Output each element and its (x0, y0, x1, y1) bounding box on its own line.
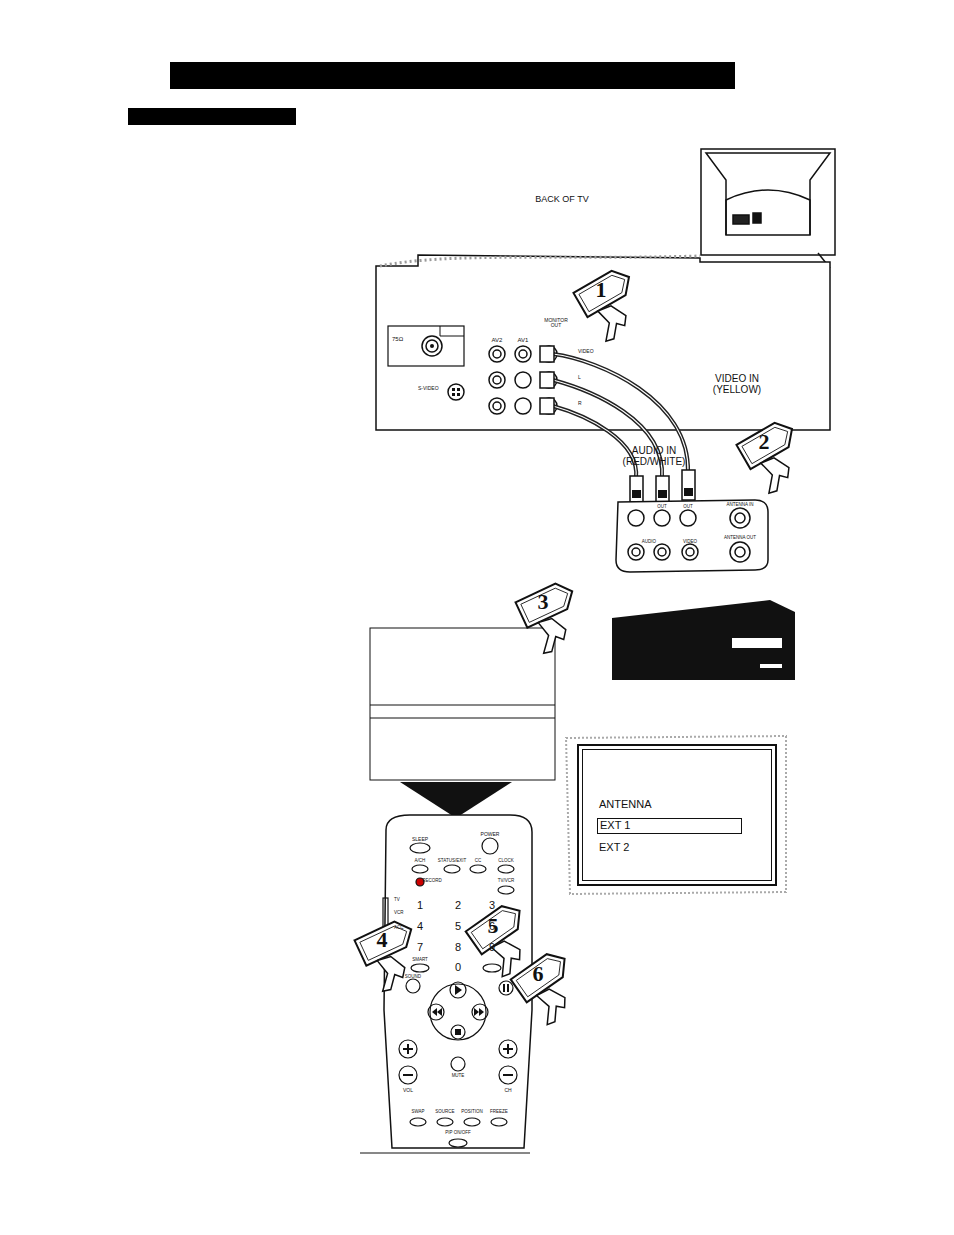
part-label: VIDEO IN (YELLOW) (698, 374, 776, 395)
part-label: STATUS/EXIT (438, 859, 466, 864)
part-label: AV1 (518, 337, 529, 343)
part-label: VIDEO (683, 540, 697, 545)
menu-item: EXT 1 (600, 819, 630, 831)
part-label: AUDIO (642, 540, 656, 545)
part-label: ACC (394, 926, 404, 931)
menu-screen: ANTENNA EXT 2 EXT 1 (577, 744, 777, 886)
part-label: SMART (412, 958, 428, 963)
part-label: 9 (489, 942, 495, 954)
part-label: VIDEO (578, 349, 594, 354)
part-label: RECORD (422, 879, 442, 884)
part-label: OUT (657, 505, 667, 510)
menu-highlight: EXT 1 (597, 818, 742, 834)
part-label: TV/VCR (498, 879, 515, 884)
callout-number: 6 (533, 962, 544, 985)
part-label: SWAP (411, 1110, 424, 1115)
callout-pointer (355, 917, 431, 995)
part-label: 8 (455, 942, 461, 954)
part-label: 1 (417, 900, 423, 912)
part-label: ANTENNA OUT (724, 536, 756, 541)
part-label: VCR (394, 911, 404, 916)
part-label: R (578, 401, 582, 406)
part-label: OUT (683, 505, 693, 510)
part-label: TV (394, 898, 400, 903)
part-label: L (578, 375, 581, 380)
part-label: 5 (455, 921, 461, 933)
part-label: SOURCE (435, 1110, 454, 1115)
part-label: MUTE (452, 1074, 465, 1079)
part-label: MONITOR OUT (540, 318, 572, 329)
callout-pointer (511, 947, 591, 1028)
part-label: 3 (489, 900, 495, 912)
part-label: AV2 (492, 337, 503, 343)
part-label: CH (504, 1088, 511, 1093)
part-label: SOUND (405, 975, 421, 980)
part-label: 4 (417, 921, 423, 933)
part-label: PIP ON/OFF (445, 1131, 470, 1136)
part-label: S-VIDEO (418, 386, 439, 391)
callout-number: 3 (538, 590, 549, 613)
part-label: 7 (417, 942, 423, 954)
part-label: AUDIO IN (RED/WHITE) (607, 446, 701, 467)
part-label: VOL (403, 1088, 413, 1093)
part-label: FREEZE (490, 1110, 508, 1115)
part-label: CLOCK (498, 859, 514, 864)
callout-number: 1 (596, 278, 607, 301)
menu-item: ANTENNA (599, 798, 652, 810)
part-label: 0 (455, 962, 461, 974)
part-label: BACK OF TV (535, 195, 588, 204)
callout-number: 4 (377, 928, 388, 951)
part-label: 75Ω (392, 336, 403, 342)
part-label: ANTENNA IN (726, 503, 753, 508)
part-label: CC (475, 859, 482, 864)
callout-number: 2 (759, 430, 770, 453)
part-label: SLEEP (412, 837, 428, 842)
part-label: 6 (489, 921, 495, 933)
part-label: POWER (481, 832, 500, 837)
callout-pointer (736, 417, 814, 497)
part-label: POSITION (461, 1110, 483, 1115)
part-label: 2 (455, 900, 461, 912)
menu-item: EXT 2 (599, 841, 629, 853)
callout-pointer (573, 265, 651, 345)
callout-pointer (516, 579, 592, 657)
part-label: A/CH (415, 859, 426, 864)
